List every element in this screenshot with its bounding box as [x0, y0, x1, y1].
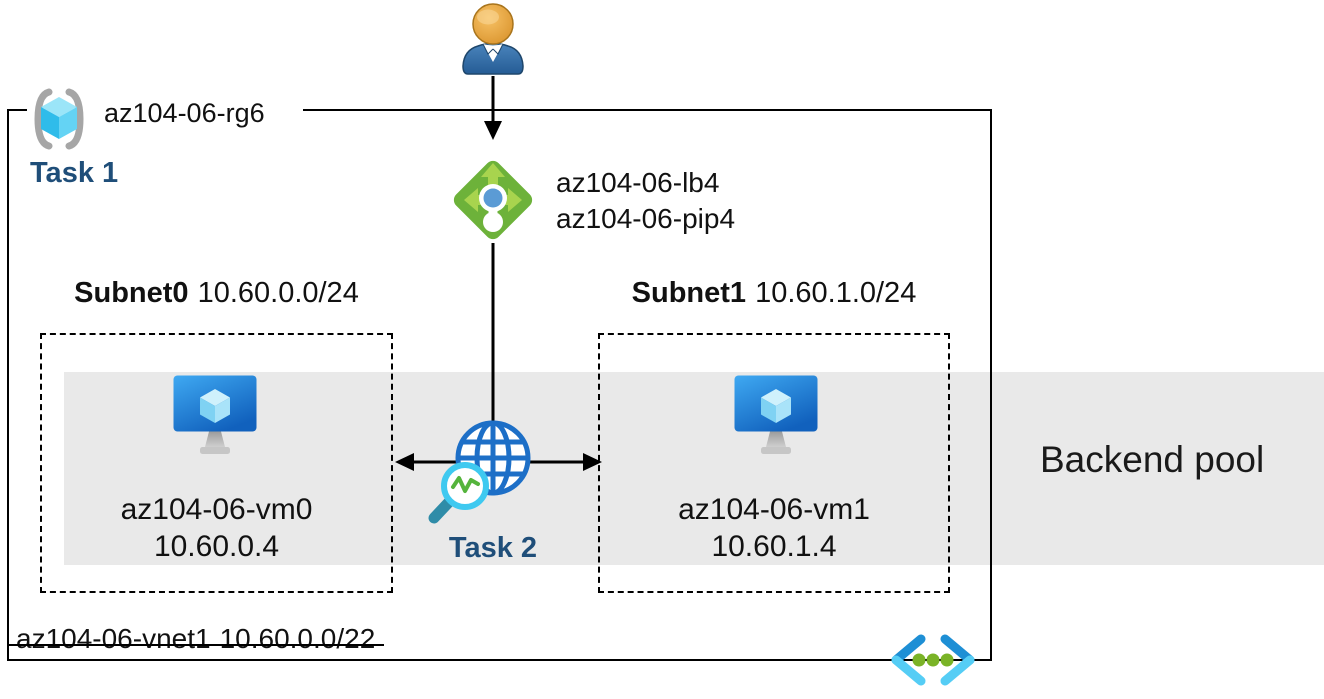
vm0-name: az104-06-vm0 [120, 493, 313, 526]
backend-pool-band [64, 372, 1324, 565]
vm0-label: az104-06-vm0 10.60.0.4 [40, 491, 393, 565]
vm0-ip: 10.60.0.4 [153, 530, 280, 563]
vnet-strikethrough-line [7, 644, 384, 646]
vm1-ip: 10.60.1.4 [711, 530, 837, 563]
rg-border-top-left-stub [7, 109, 27, 111]
user-icon [462, 3, 524, 75]
vm1-icon [734, 375, 818, 454]
subnet0-cidr: 10.60.0.0/24 [197, 277, 359, 309]
vnet-cidr: 10.60.0.0/22 [219, 623, 376, 654]
subnet1-cidr: 10.60.1.0/24 [755, 277, 917, 309]
vm1-name: az104-06-vm1 [678, 493, 870, 526]
subnet0-box [40, 333, 393, 593]
vnet-label: az104-06-vnet1 10.60.0.0/22 [16, 623, 375, 655]
vm0-icon [173, 375, 257, 454]
rg-border-top [303, 109, 992, 111]
resource-group-icon [34, 88, 84, 150]
globe-probe-icon [428, 420, 531, 524]
rg-border-bottom [7, 659, 992, 661]
lb-pip-name: az104-06-pip4 [556, 203, 736, 234]
rg-label: az104-06-rg6 [104, 98, 265, 128]
user-flow-arrow [484, 76, 502, 140]
task1-label: Task 1 [30, 157, 119, 189]
task2-label: Task 2 [448, 532, 538, 564]
subnet1-name: Subnet1 [631, 277, 747, 309]
subnet0-name: Subnet0 [74, 277, 189, 309]
vnet-icon [891, 634, 975, 686]
lb-name: az104-06-lb4 [556, 167, 720, 198]
lb-labels: az104-06-lb4 az104-06-pip4 [556, 165, 735, 237]
vm1-label: az104-06-vm1 10.60.1.4 [598, 491, 950, 565]
rg-border-right [990, 109, 992, 661]
backend-pool-label: Backend pool [1040, 439, 1265, 480]
vnet-name: az104-06-vnet1 [16, 623, 211, 654]
rg-border-left [7, 109, 9, 661]
load-balancer-icon [453, 160, 533, 240]
